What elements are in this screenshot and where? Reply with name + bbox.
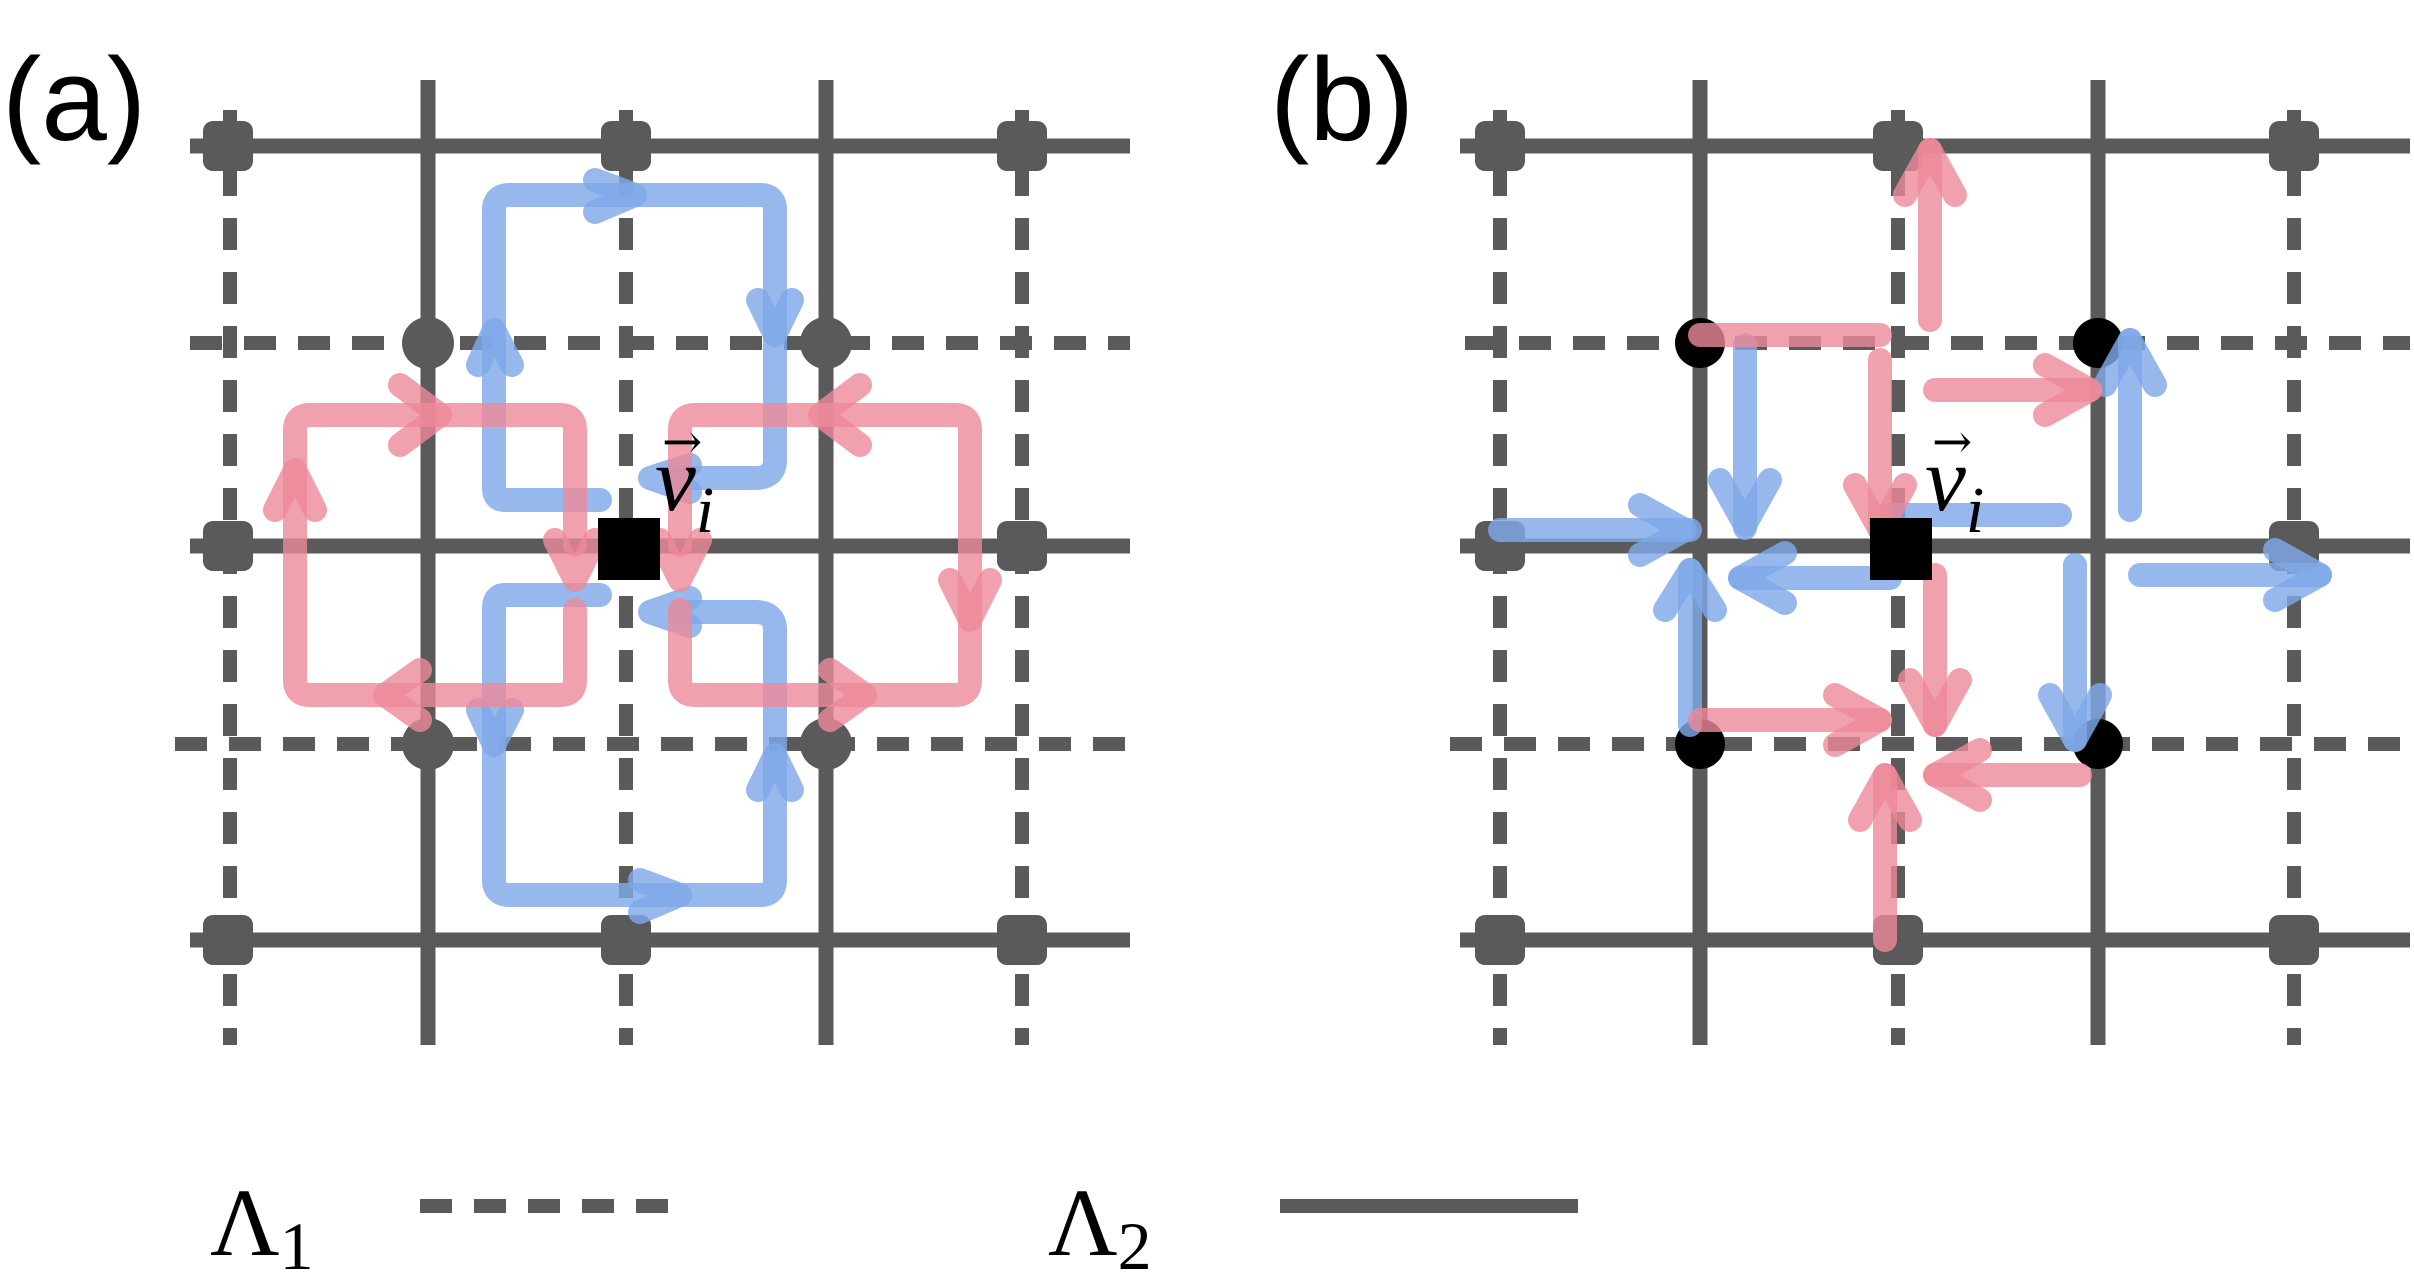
vertex-marker-a (598, 518, 660, 580)
blue-loops-a (466, 168, 804, 924)
lattice-nodes-a (203, 121, 1047, 965)
red-arrows-b (1688, 138, 2102, 952)
panel-a: (a) (2, 34, 1130, 1045)
vertex-marker-b (1870, 518, 1932, 580)
lattice-lambda1-b (1450, 110, 2410, 1045)
lattice-nodes-b (1475, 121, 2319, 965)
panel-label-a: (a) (2, 34, 146, 166)
lattice-lambda2-b (1460, 80, 2410, 1045)
panel-label-b: (b) (1270, 34, 1414, 166)
red-loops-a (263, 373, 1002, 732)
vector-arrow-b: → (1932, 414, 1972, 470)
vertex-label-b: vi (1925, 428, 1984, 547)
legend: Λ1 Λ2 (210, 1169, 1578, 1280)
vertex-label-a: vi (655, 428, 714, 547)
panel-b: (b) (1270, 34, 2410, 1045)
legend-lambda1-label: Λ1 (210, 1169, 314, 1280)
blue-arrows-b (1488, 328, 2332, 752)
vector-arrow-a: → (662, 414, 702, 470)
legend-lambda2-label: Λ2 (1048, 1169, 1152, 1280)
